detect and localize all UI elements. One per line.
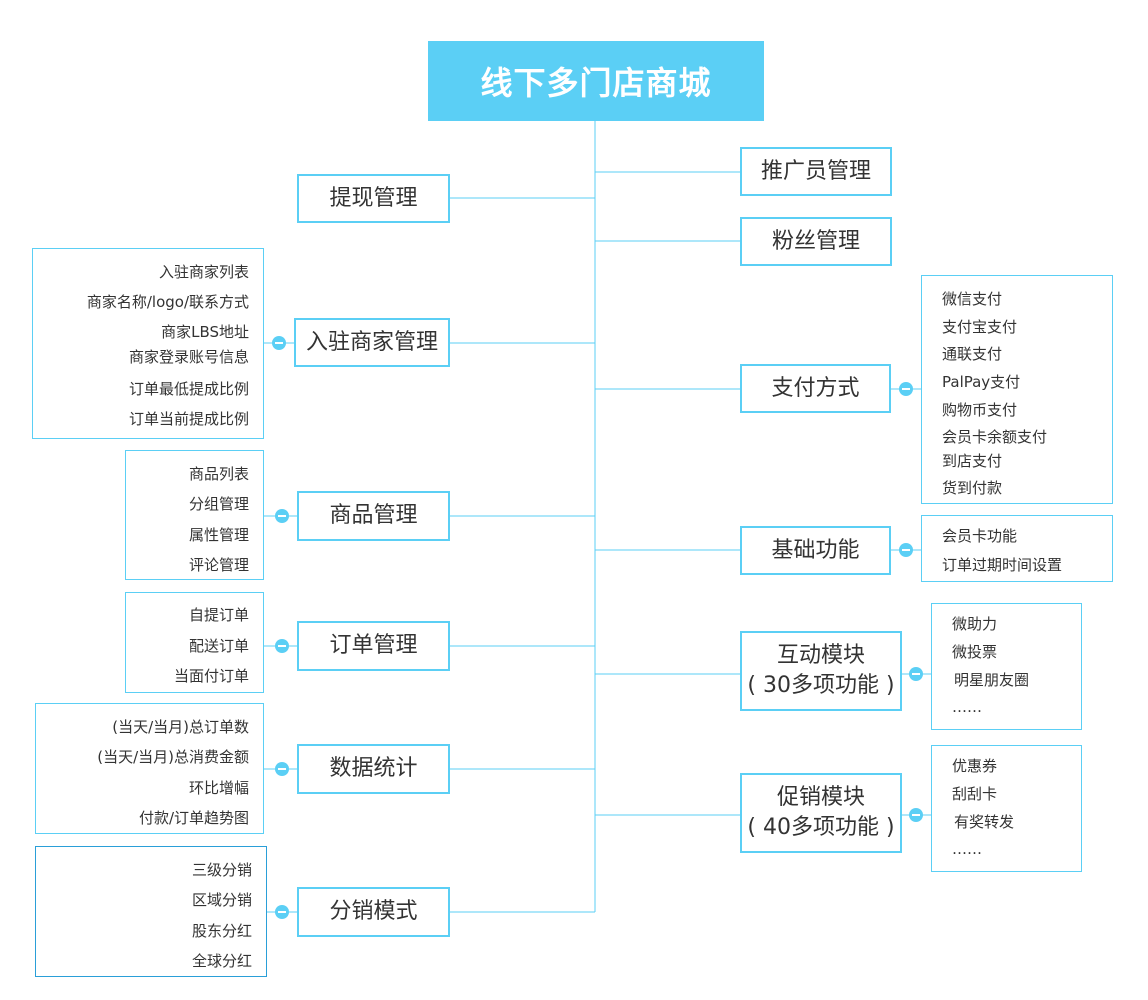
list-item: 会员卡功能 — [942, 527, 1018, 545]
list-item: 付款/订单趋势图 — [138, 809, 249, 827]
node-sublabel: ( 40多项功能 ) — [747, 815, 895, 840]
detail-merchant: 入驻商家列表 商家名称/logo/联系方式 商家LBS地址 商家登录账号信息 订… — [32, 248, 264, 439]
detail-interactive: 微助力 微投票 明星朋友圈 …… — [931, 603, 1082, 730]
node-goods[interactable]: 商品管理 — [297, 491, 450, 541]
detail-goods: 商品列表 分组管理 属性管理 评论管理 — [125, 450, 264, 580]
list-item: 商家登录账号信息 — [128, 348, 249, 366]
list-item: 订单当前提成比例 — [128, 410, 249, 428]
list-item: 微投票 — [952, 643, 998, 661]
node-interactive[interactable]: 互动模块 ( 30多项功能 ) — [740, 631, 902, 711]
list-item: 订单过期时间设置 — [942, 556, 1063, 574]
collapse-icon[interactable] — [909, 808, 923, 822]
collapse-icon[interactable] — [909, 667, 923, 681]
list-item: 支付宝支付 — [942, 318, 1018, 336]
node-merchant[interactable]: 入驻商家管理 — [294, 318, 450, 367]
collapse-icon[interactable] — [275, 509, 289, 523]
list-item: 股东分红 — [191, 922, 252, 940]
list-item: 属性管理 — [188, 526, 249, 544]
list-item: 全球分红 — [191, 952, 252, 970]
detail-orders: 自提订单 配送订单 当面付订单 — [125, 592, 264, 693]
node-promotion[interactable]: 促销模块 ( 40多项功能 ) — [740, 773, 902, 853]
collapse-icon[interactable] — [275, 639, 289, 653]
list-item: 商品列表 — [188, 465, 249, 483]
list-item: 货到付款 — [942, 479, 1003, 497]
list-item: 区域分销 — [191, 891, 252, 909]
list-item: 订单最低提成比例 — [128, 380, 249, 398]
list-item: 微助力 — [952, 615, 998, 633]
list-item: (当天/当月)总订单数 — [112, 718, 249, 736]
list-item: 购物币支付 — [942, 401, 1018, 419]
node-withdraw[interactable]: 提现管理 — [297, 174, 450, 223]
list-item: 明星朋友圈 — [954, 671, 1030, 689]
collapse-icon[interactable] — [899, 543, 913, 557]
list-item: 到店支付 — [942, 452, 1003, 470]
list-item: 会员卡余额支付 — [942, 428, 1048, 446]
list-item: PalPay支付 — [942, 373, 1021, 391]
page-title: 线下多门店商城 — [428, 41, 764, 121]
list-item: 有奖转发 — [954, 813, 1015, 831]
list-item: 评论管理 — [188, 556, 249, 574]
collapse-icon[interactable] — [899, 382, 913, 396]
node-sublabel: ( 30多项功能 ) — [747, 673, 895, 698]
list-item: 配送订单 — [188, 637, 249, 655]
node-basic[interactable]: 基础功能 — [740, 526, 891, 575]
list-item: 通联支付 — [942, 345, 1003, 363]
list-item: 分组管理 — [188, 495, 249, 513]
node-promoters[interactable]: 推广员管理 — [740, 147, 892, 196]
collapse-icon[interactable] — [275, 905, 289, 919]
list-item: 入驻商家列表 — [158, 263, 249, 281]
list-item: 商家名称/logo/联系方式 — [86, 293, 249, 311]
list-item: (当天/当月)总消费金额 — [97, 748, 249, 766]
collapse-icon[interactable] — [272, 336, 286, 350]
list-item: 微信支付 — [942, 290, 1003, 308]
collapse-icon[interactable] — [275, 762, 289, 776]
node-payment[interactable]: 支付方式 — [740, 364, 891, 413]
node-label: 互动模块 — [776, 643, 865, 668]
node-distribution[interactable]: 分销模式 — [297, 887, 450, 937]
list-item: 自提订单 — [188, 606, 249, 624]
detail-payment: 微信支付 支付宝支付 通联支付 PalPay支付 购物币支付 会员卡余额支付 到… — [921, 275, 1113, 504]
detail-distribution: 三级分销 区域分销 股东分红 全球分红 — [35, 846, 267, 977]
list-item: 刮刮卡 — [952, 785, 998, 803]
detail-basic: 会员卡功能 订单过期时间设置 — [921, 515, 1113, 582]
detail-stats: (当天/当月)总订单数 (当天/当月)总消费金额 环比增幅 付款/订单趋势图 — [35, 703, 264, 834]
list-item: 优惠券 — [952, 757, 998, 775]
node-label: 促销模块 — [776, 785, 865, 810]
list-item: 当面付订单 — [173, 667, 249, 685]
list-item: 环比增幅 — [188, 779, 249, 797]
list-item: 商家LBS地址 — [161, 323, 249, 341]
detail-promotion: 优惠券 刮刮卡 有奖转发 …… — [931, 745, 1082, 872]
list-item: …… — [952, 698, 982, 716]
list-item: 三级分销 — [191, 861, 252, 879]
node-stats[interactable]: 数据统计 — [297, 744, 450, 794]
node-fans[interactable]: 粉丝管理 — [740, 217, 892, 266]
node-orders[interactable]: 订单管理 — [297, 621, 450, 671]
list-item: …… — [952, 840, 982, 858]
